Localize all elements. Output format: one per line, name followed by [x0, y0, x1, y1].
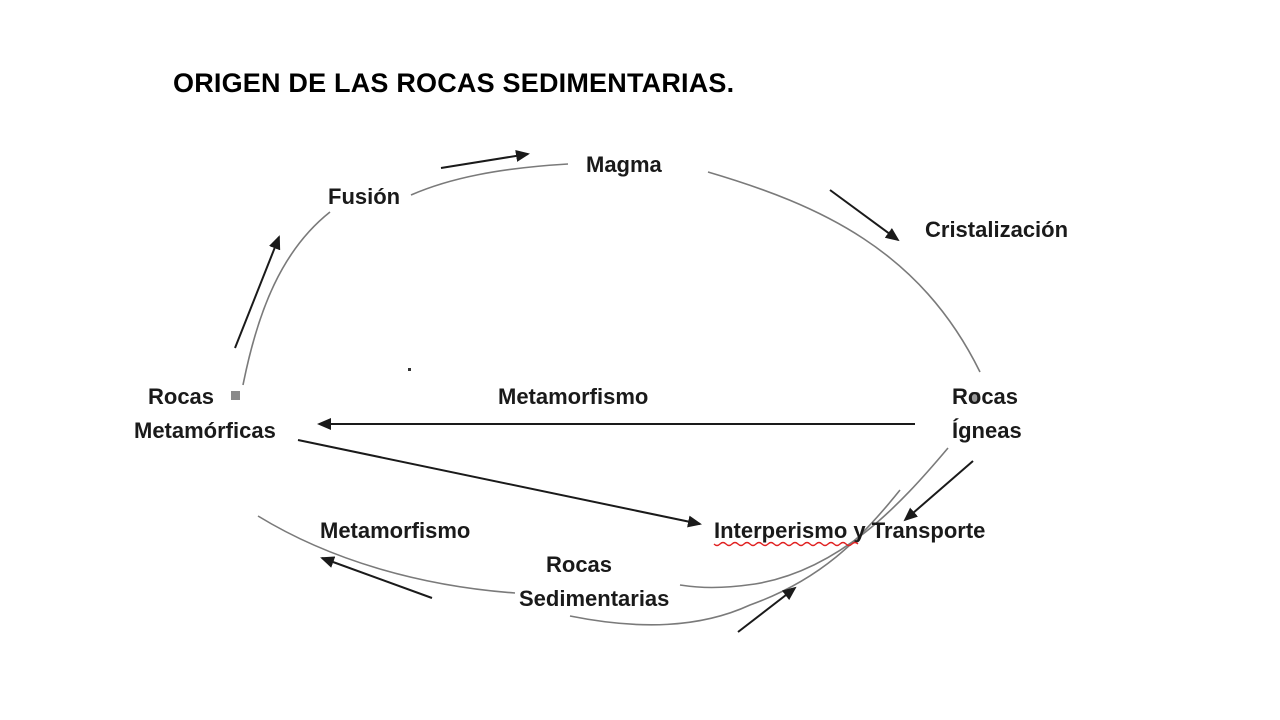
label-rocas-metamorficas-line1: Rocas	[148, 384, 214, 409]
curve-fusion-magma	[410, 163, 569, 196]
arrow-to-igneas-lower	[737, 586, 797, 633]
label-interperismo-transporte: Interperismo y Transporte	[714, 518, 985, 543]
label-magma: Magma	[586, 152, 663, 177]
label-rocas-sedimentarias-line1: Rocas	[546, 552, 612, 577]
label-rocas-igneas-line2: Ígneas	[952, 418, 1022, 443]
stray-dot	[408, 368, 411, 371]
arrow-sedimentarias-to-metamorfismo	[320, 556, 433, 599]
marker-metamorficas	[231, 391, 240, 400]
curve-igneas-interperismo	[679, 447, 949, 589]
label-metamorfismo-center: Metamorfismo	[498, 384, 648, 409]
arrow-fusion-to-magma	[440, 149, 530, 169]
marker-igneas	[970, 392, 980, 402]
label-rocas-igneas-line1: Rocas	[952, 384, 1018, 409]
curve-metamorficas-sedimentarias	[257, 515, 516, 594]
label-metamorfismo-lower: Metamorfismo	[320, 518, 470, 543]
page-title: ORIGEN DE LAS ROCAS SEDIMENTARIAS.	[173, 68, 735, 98]
arrow-igneas-to-interperismo	[903, 460, 974, 522]
arrow-magma-to-cristalizacion	[829, 189, 900, 242]
curve-metamorficas-fusion	[242, 211, 331, 386]
spellcheck-underline	[713, 541, 859, 547]
curve-sedimentarias-igneas	[569, 489, 901, 626]
label-rocas-sedimentarias-line2: Sedimentarias	[519, 586, 669, 611]
label-fusion: Fusión	[328, 184, 400, 209]
curve-magma-igneas	[707, 171, 981, 373]
arrow-metamorficas-to-fusion	[234, 235, 281, 349]
label-cristalizacion: Cristalización	[925, 217, 1068, 242]
arrow-metamorficas-to-interperismo	[297, 439, 702, 528]
label-rocas-metamorficas-line2: Metamórficas	[134, 418, 276, 443]
